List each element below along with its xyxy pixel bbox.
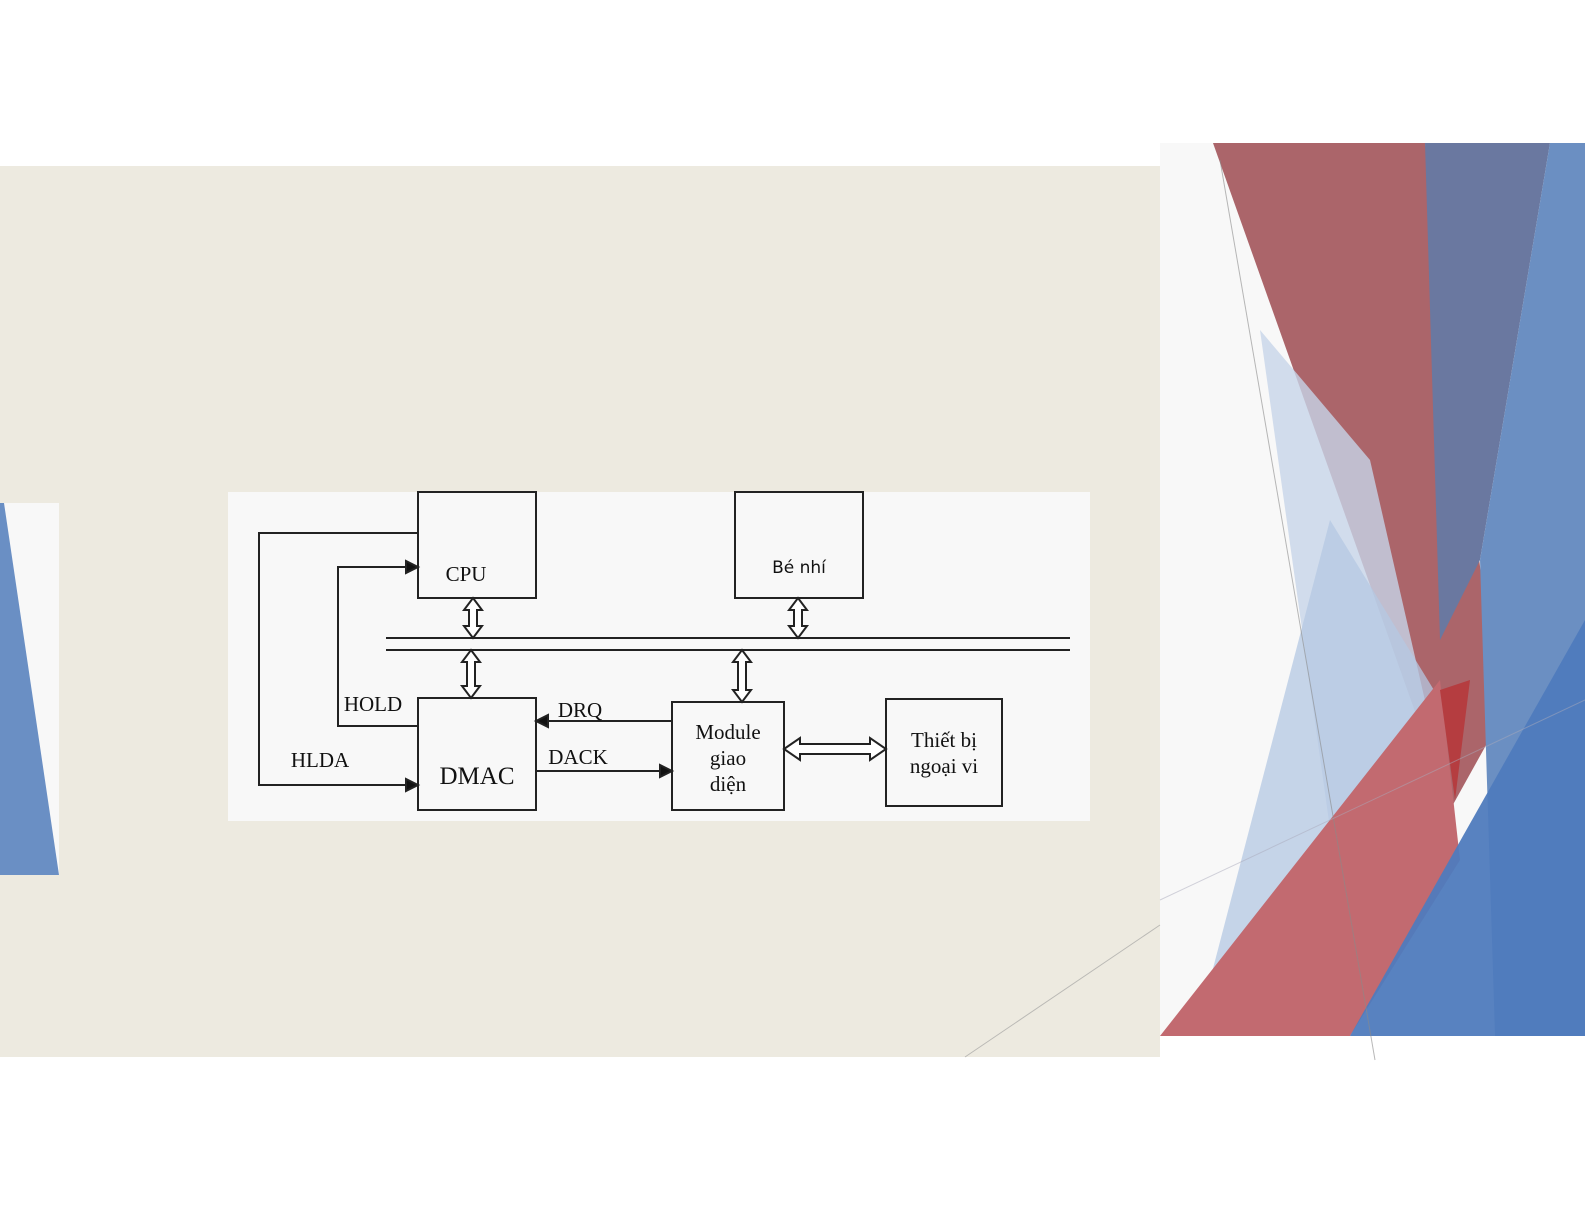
dmac-label: DMAC <box>439 763 514 790</box>
peripheral-device-box <box>885 698 1003 807</box>
module-label-line2: giao <box>710 746 746 770</box>
hold-line <box>337 566 418 727</box>
drq-arrowhead <box>533 713 549 729</box>
memory-box <box>734 491 864 599</box>
memory-label: Bé nhí <box>772 558 827 578</box>
hold-label: HOLD <box>344 692 402 716</box>
hlda-line <box>258 532 418 786</box>
left-decoration <box>0 503 59 875</box>
hlda-label: HLDA <box>291 748 350 772</box>
cpu-bus-arrow <box>462 596 484 640</box>
interface-module-box <box>671 701 785 811</box>
dack-arrowhead <box>659 763 675 779</box>
right-decoration <box>964 143 1585 1061</box>
memory-bus-arrow <box>787 596 809 640</box>
diagram-labels: CPU Bé nhí DMAC Module giao diện Thiết b… <box>291 558 978 796</box>
dack-label: DACK <box>548 745 608 769</box>
dmac-bus-arrow <box>460 648 482 700</box>
cpu-label: CPU <box>446 562 487 586</box>
module-device-arrow <box>782 736 888 762</box>
drq-label: DRQ <box>558 698 602 722</box>
hlda-arrowhead <box>405 777 421 793</box>
hold-arrowhead <box>405 559 421 575</box>
module-label-line3: diện <box>710 772 747 796</box>
cpu-box <box>417 491 537 599</box>
device-label-line2: ngoại vi <box>910 754 978 778</box>
dmac-box <box>417 697 537 811</box>
module-label-line1: Module <box>695 720 760 744</box>
module-bus-arrow <box>731 648 753 704</box>
dma-diagram <box>228 491 1090 821</box>
device-label-line1: Thiết bị <box>911 728 977 752</box>
